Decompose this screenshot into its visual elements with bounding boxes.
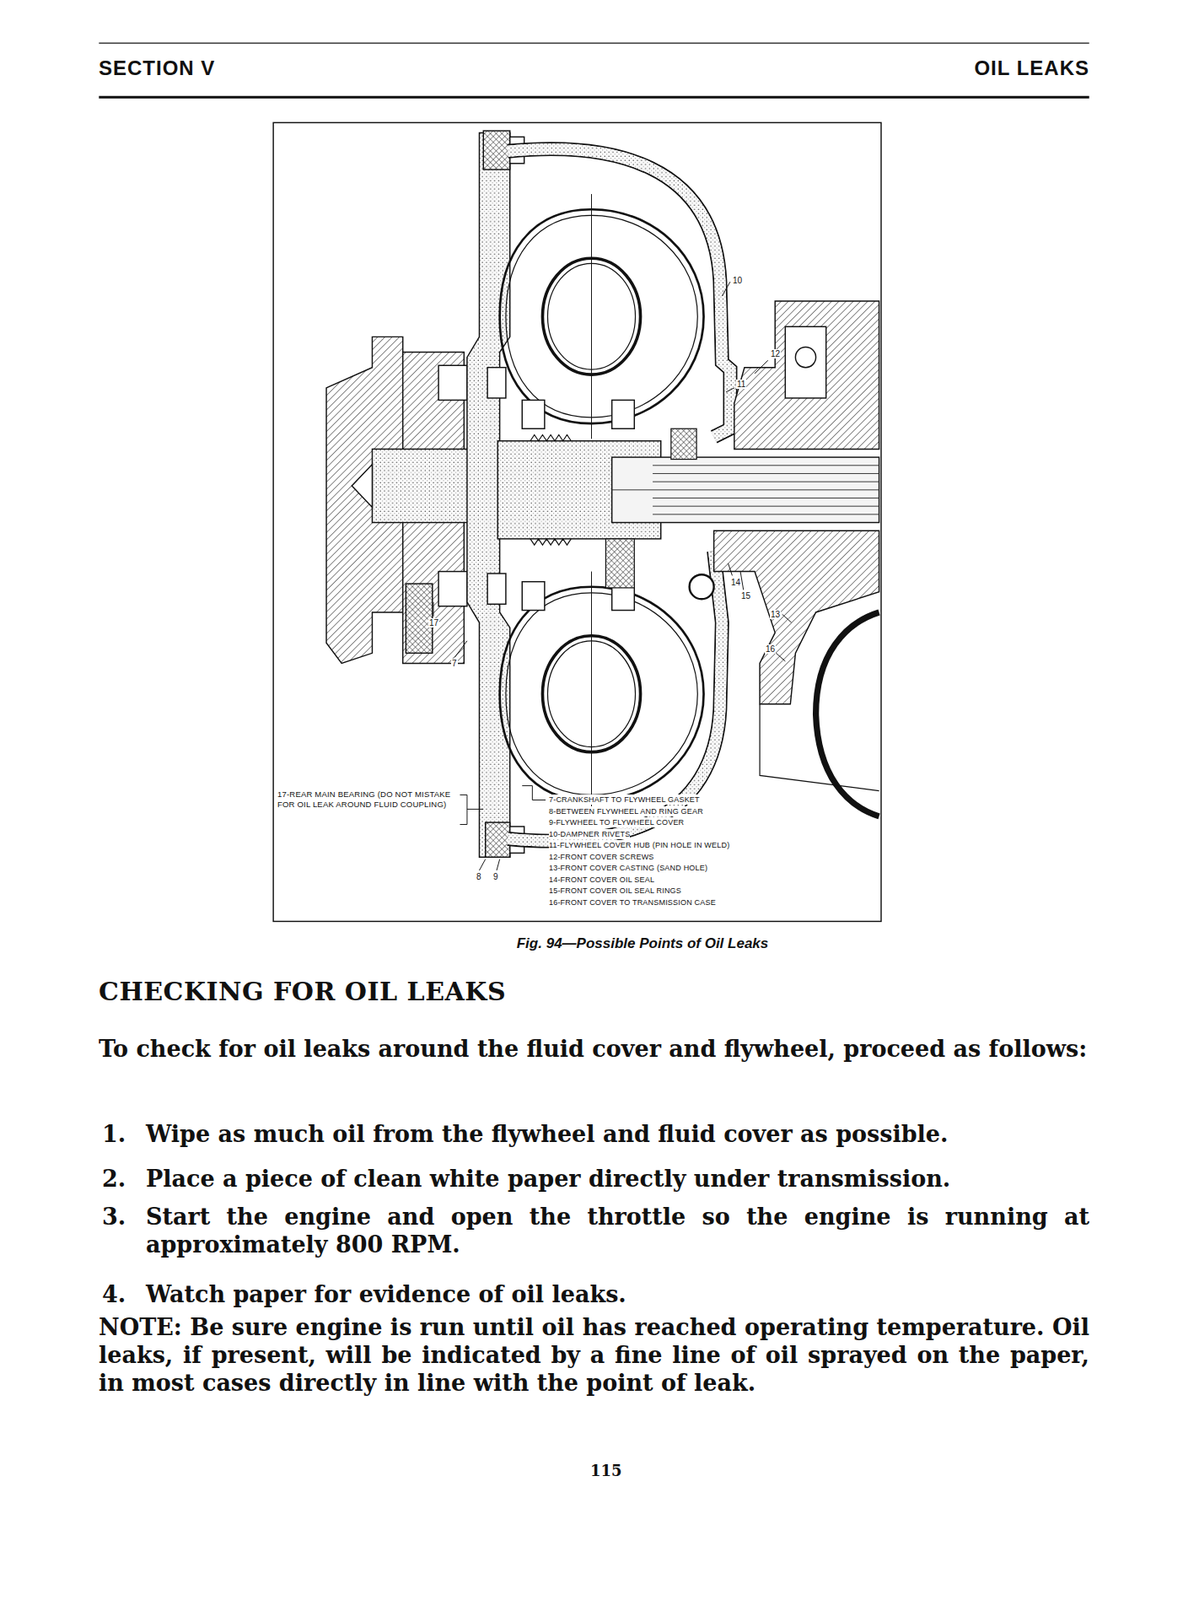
- callout-number: 14: [730, 577, 742, 587]
- list-number: 3.: [102, 1202, 126, 1231]
- leader-line: [433, 281, 792, 871]
- key-entry: 11-FLYWHEEL COVER HUB (PIN HOLE IN WELD): [548, 839, 730, 850]
- list-number: 4.: [102, 1279, 126, 1308]
- list-number: 2.: [102, 1164, 126, 1193]
- paragraph: To check for oil leaks around the fluid …: [98, 1034, 1090, 1063]
- callout-number: 16: [764, 644, 776, 654]
- callout-number: 9: [492, 871, 500, 882]
- key-entry: 15-FRONT COVER OIL SEAL RINGS: [548, 885, 682, 896]
- page-number: 115: [590, 1461, 623, 1480]
- callout-number: 13: [769, 609, 781, 619]
- callout-number: 17: [428, 618, 440, 628]
- list-item: Wipe as much oil from the flywheel and f…: [145, 1119, 1090, 1148]
- callout-number: 11: [736, 379, 747, 389]
- section-title: CHECKING FOR OIL LEAKS: [98, 976, 506, 1007]
- figure-caption: Fig. 94—Possible Points of Oil Leaks: [389, 934, 896, 953]
- key-entry: 9-FLYWHEEL TO FLYWHEEL COVER: [548, 817, 684, 828]
- list-item: Start the engine and open the throttle s…: [145, 1202, 1090, 1259]
- callout-number: 7: [451, 658, 458, 668]
- engine-block: [326, 336, 479, 663]
- figure-frame: [273, 122, 882, 921]
- key-entry: 12-FRONT COVER SCREWS: [548, 851, 655, 862]
- header-rule: [98, 43, 1089, 97]
- callout-number: 12: [769, 349, 781, 359]
- key-entry: 16-FRONT COVER TO TRANSMISSION CASE: [548, 897, 716, 908]
- key-entry: 17-REAR MAIN BEARING (DO NOT MISTAKE FOR…: [277, 789, 457, 810]
- note: NOTE: Be sure engine is run until oil ha…: [98, 1312, 1090, 1397]
- section-heading: OIL LEAKS: [836, 55, 1090, 81]
- key-entry: 13-FRONT COVER CASTING (SAND HOLE): [548, 862, 708, 873]
- callout-number: 10: [731, 275, 743, 285]
- list-item: Watch paper for evidence of oil leaks.: [145, 1279, 1090, 1308]
- callout-number: 8: [475, 871, 483, 882]
- key-entry: 8-BETWEEN FLYWHEEL AND RING GEAR: [548, 806, 704, 817]
- transmission-housing: [714, 301, 880, 817]
- key-entry: 10-DAMPNER RIVETS: [548, 828, 630, 839]
- key-entry: 7-CRANKSHAFT TO FLYWHEEL GASKET: [548, 794, 700, 805]
- callout-number: 15: [740, 591, 752, 601]
- key-entry: 14-FRONT COVER OIL SEAL: [548, 874, 655, 885]
- list-item: Place a piece of clean white paper direc…: [145, 1164, 1090, 1193]
- section-heading: SECTION V: [98, 55, 216, 81]
- list-number: 1.: [102, 1119, 126, 1148]
